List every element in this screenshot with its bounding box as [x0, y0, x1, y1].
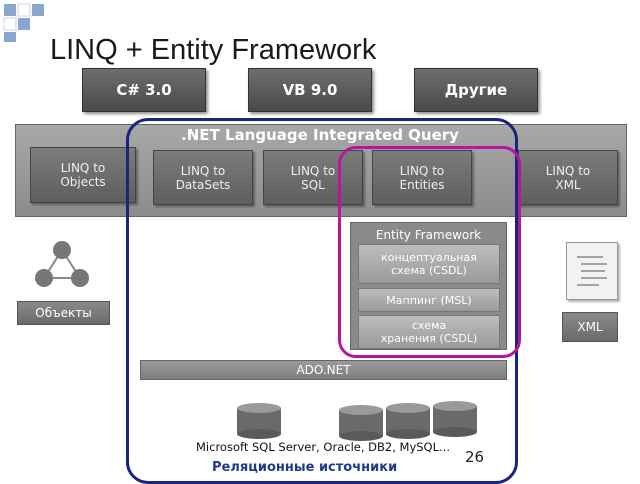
- lang-csharp: C# 3.0: [82, 68, 206, 112]
- xml-document-icon: [566, 242, 618, 300]
- decorative-squares-icon: [2, 2, 52, 44]
- lang-vb: VB 9.0: [248, 68, 372, 112]
- database-icon: [236, 402, 282, 440]
- database-icon: [338, 404, 384, 442]
- ef-storage-schema: схема хранения (CSDL): [358, 315, 500, 349]
- lang-other: Другие: [414, 68, 538, 112]
- ef-conceptual-schema: концептуальная схема (CSDL): [358, 244, 500, 284]
- linq-band-title: .NET Language Integrated Query: [181, 126, 459, 144]
- provider-linq-to-entities: LINQ to Entities: [372, 150, 472, 205]
- page-number: 26: [465, 448, 485, 466]
- database-list: Microsoft SQL Server, Oracle, DB2, MySQL…: [196, 440, 450, 454]
- entity-framework-outline: [338, 146, 521, 358]
- provider-linq-to-datasets: LINQ to DataSets: [153, 150, 253, 205]
- provider-linq-to-xml: LINQ to XML: [518, 150, 618, 205]
- object-graph-icon: [30, 238, 94, 292]
- database-icon: [385, 402, 431, 440]
- relational-sources-label: Реляционные источники: [212, 460, 398, 475]
- ef-mapping: Маппинг (MSL): [358, 288, 500, 312]
- entity-framework-title: Entity Framework: [375, 228, 482, 242]
- database-icon: [432, 400, 478, 438]
- ado-net-bar: ADO.NET: [140, 360, 507, 380]
- provider-linq-to-objects: LINQ to Objects: [30, 147, 136, 203]
- page-title: LINQ + Entity Framework: [50, 34, 377, 66]
- xml-label: XML: [562, 312, 618, 342]
- objects-label: Объекты: [17, 301, 110, 325]
